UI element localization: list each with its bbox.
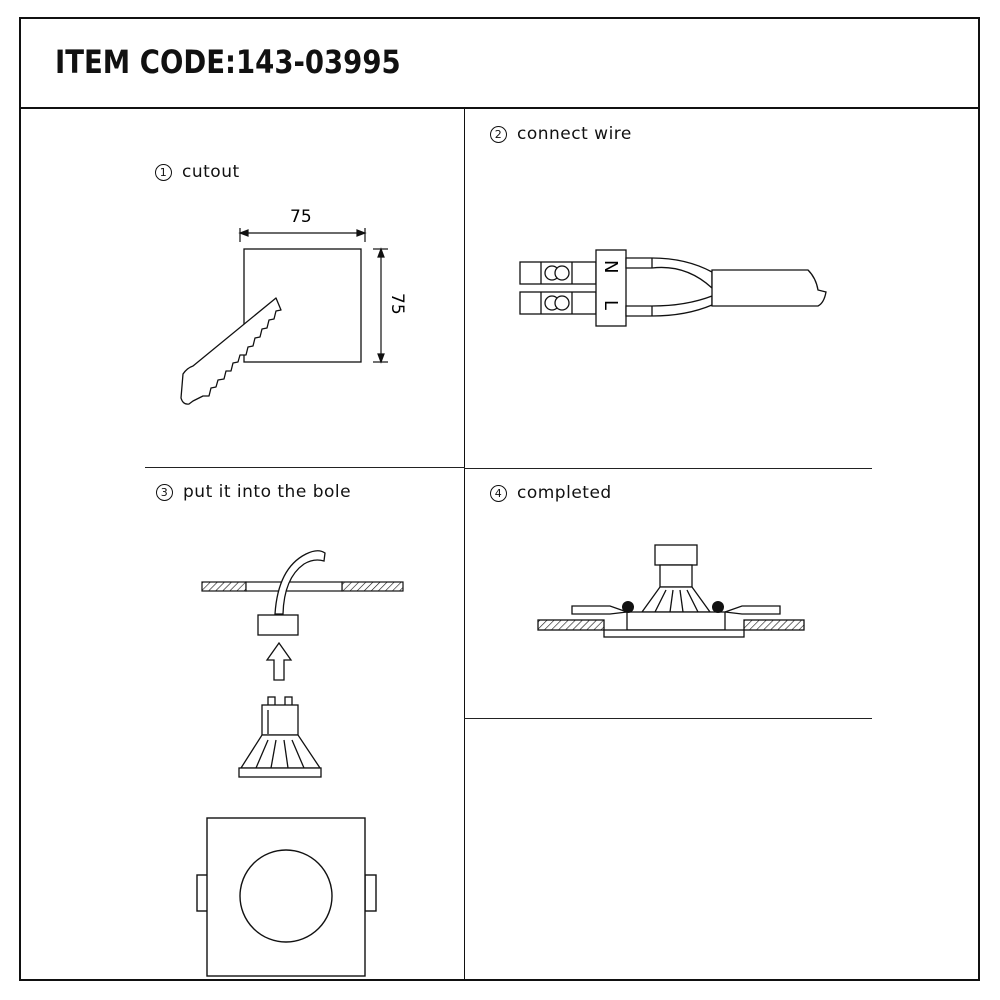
ceiling-panel	[201, 581, 404, 592]
height-label: 75	[387, 293, 407, 315]
step-1-text: cutout	[182, 162, 240, 182]
step-1-label: 1 cutout	[155, 162, 240, 182]
step-1-number: 1	[155, 163, 172, 181]
supply-cable	[274, 550, 326, 615]
cable	[625, 257, 827, 317]
step-2-number: 2	[490, 125, 507, 143]
diagram-frame	[19, 17, 980, 981]
saw-icon	[180, 297, 282, 405]
row-divider-right	[464, 468, 872, 469]
cutout-square	[243, 248, 362, 363]
gu10-bulb	[238, 696, 322, 778]
center-divider	[464, 108, 465, 981]
item-code-title: ITEM CODE:143-03995	[55, 43, 401, 81]
neutral-label: N	[600, 260, 621, 273]
connector-body	[595, 249, 627, 327]
fixture-top-view	[196, 817, 377, 977]
width-dimension	[238, 228, 367, 242]
step-2-label: 2 connect wire	[490, 124, 632, 144]
row-divider-left	[145, 467, 465, 468]
lamp-socket	[257, 614, 299, 636]
step-4-label: 4 completed	[490, 483, 612, 503]
up-arrow-icon	[265, 641, 293, 681]
spring-clip-left	[622, 601, 634, 613]
spring-clip-right	[712, 601, 724, 613]
step-3-number: 3	[156, 483, 173, 501]
live-label: L	[600, 300, 621, 310]
step-4-text: completed	[517, 483, 612, 503]
bottom-right-divider	[464, 718, 872, 719]
terminal-block-n	[519, 261, 597, 285]
step-4-number: 4	[490, 484, 507, 502]
step-2-text: connect wire	[517, 124, 632, 144]
width-label: 75	[290, 207, 312, 227]
step-3-text: put it into the bole	[183, 482, 352, 502]
installed-fixture	[537, 544, 805, 638]
height-dimension	[373, 247, 388, 364]
step-3-label: 3 put it into the bole	[156, 482, 351, 502]
header-bar: ITEM CODE:143-03995	[19, 17, 980, 109]
